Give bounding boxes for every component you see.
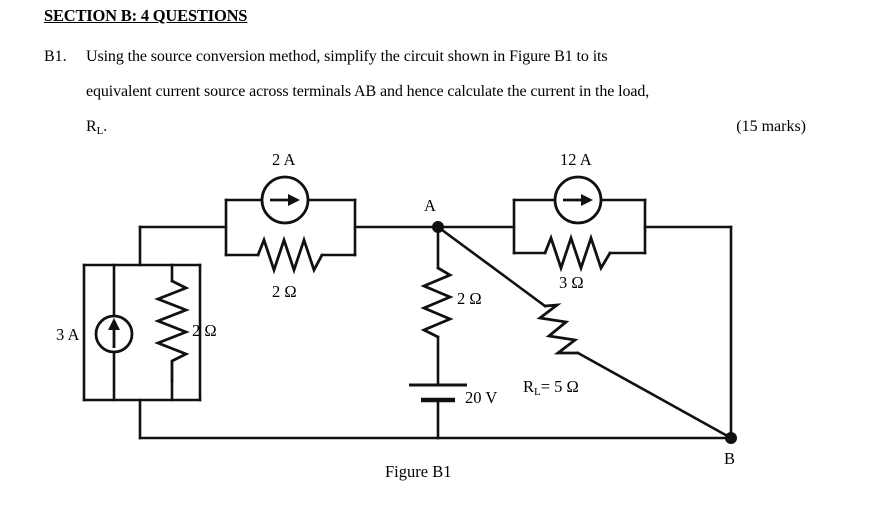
resistor-2ohm-top bbox=[256, 235, 324, 275]
question-line-1: Using the source conversion method, simp… bbox=[86, 48, 608, 65]
label-rl-subscript: L bbox=[534, 386, 541, 399]
wire-load-to-node-b bbox=[576, 351, 733, 440]
arrow-2a-head bbox=[288, 194, 300, 206]
rl-symbol: R bbox=[86, 118, 97, 135]
label-resistor-load: RL= 5 Ω bbox=[523, 377, 579, 398]
label-rl-value: = 5 Ω bbox=[540, 377, 579, 396]
label-terminal-a: A bbox=[424, 196, 436, 215]
label-terminal-b: B bbox=[724, 449, 736, 468]
arrow-12a-head bbox=[581, 194, 593, 206]
terminal-node-a bbox=[432, 221, 444, 233]
terminal-node-b bbox=[725, 432, 737, 444]
section-title: SECTION B: 4 QUESTIONS bbox=[44, 6, 248, 25]
label-resistor-2ohm-left: 2 Ω bbox=[192, 321, 217, 340]
label-resistor-2ohm-mid: 2 Ω bbox=[457, 289, 482, 308]
question-line-3: RL. bbox=[86, 118, 107, 137]
resistor-2ohm-left bbox=[154, 279, 190, 383]
label-source-2a: 2 A bbox=[272, 150, 296, 169]
label-resistor-2ohm-top: 2 Ω bbox=[272, 282, 297, 301]
label-rl-symbol: R bbox=[523, 377, 535, 396]
label-source-12a: 12 A bbox=[560, 150, 592, 169]
resistor-2ohm-mid bbox=[420, 266, 454, 339]
label-voltage-20v: 20 V bbox=[465, 388, 498, 407]
wire-node-a-to-load bbox=[436, 225, 547, 308]
label-source-3a: 3 A bbox=[56, 325, 80, 344]
rl-period: . bbox=[103, 118, 108, 135]
label-resistor-3ohm: 3 Ω bbox=[559, 273, 584, 292]
resistor-load-rl bbox=[536, 303, 580, 355]
marks-allocation: (15 marks) bbox=[736, 118, 806, 135]
question-line-2: equivalent current source across termina… bbox=[86, 83, 650, 100]
question-number: B1. bbox=[44, 48, 67, 65]
resistor-3ohm bbox=[543, 233, 612, 273]
rl-subscript: L bbox=[96, 125, 104, 138]
figure-caption: Figure B1 bbox=[385, 462, 452, 481]
arrow-3a-head bbox=[108, 318, 120, 330]
